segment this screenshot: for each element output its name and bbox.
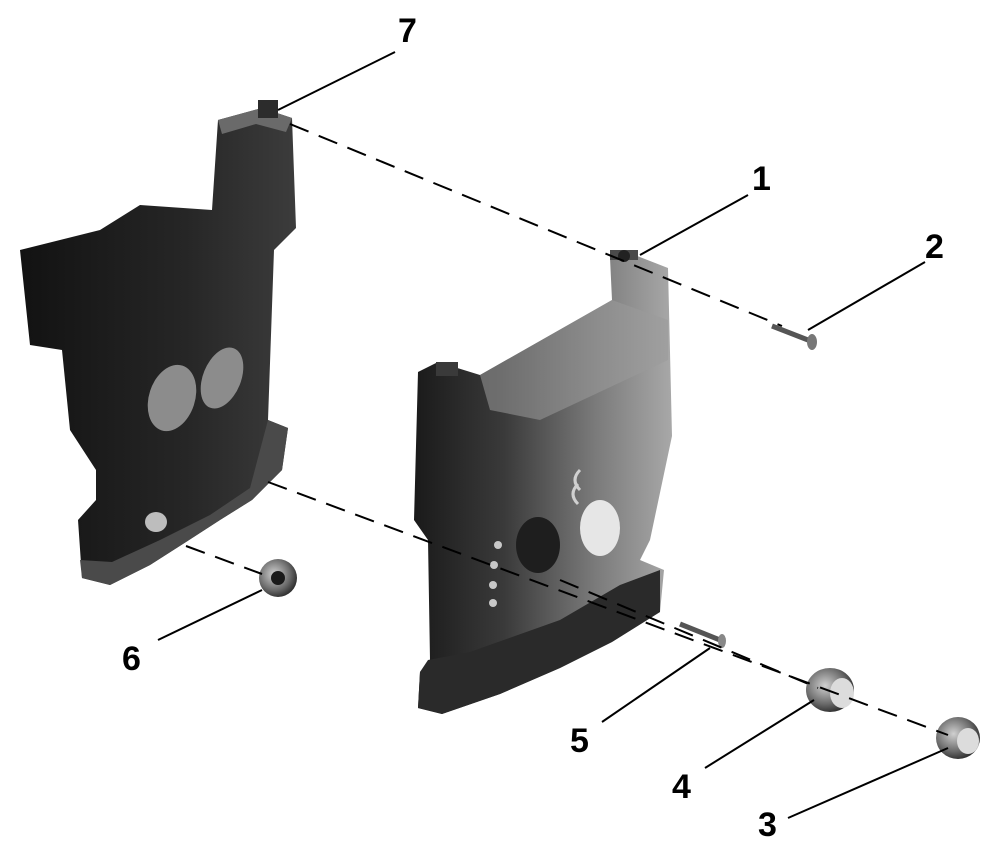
nut-part-6 xyxy=(259,559,297,597)
callout-3: 3 xyxy=(758,806,777,844)
screw-part-5 xyxy=(679,621,726,648)
fitting-part-4 xyxy=(806,668,854,712)
callout-2: 2 xyxy=(925,228,944,266)
callout-1: 1 xyxy=(752,160,771,198)
assembly-line-middle xyxy=(267,481,949,736)
callout-5: 5 xyxy=(570,722,589,760)
fitting-part-3 xyxy=(936,717,980,759)
screw-part-2 xyxy=(771,323,817,350)
callout-7: 7 xyxy=(398,12,417,50)
callout-6: 6 xyxy=(122,640,141,678)
assembly-line-lower xyxy=(185,545,263,575)
leader-2 xyxy=(807,261,926,331)
leader-1 xyxy=(639,194,749,256)
leader-5 xyxy=(601,647,711,723)
assembly-line-top xyxy=(289,123,783,327)
leader-4 xyxy=(704,699,815,769)
leader-3 xyxy=(787,747,949,819)
callout-4: 4 xyxy=(672,768,691,806)
leader-6 xyxy=(157,589,263,641)
assembly-line-bottom xyxy=(559,579,819,689)
rear-housing-half xyxy=(20,100,296,585)
leader-7 xyxy=(277,51,396,111)
front-housing-half xyxy=(414,250,672,714)
